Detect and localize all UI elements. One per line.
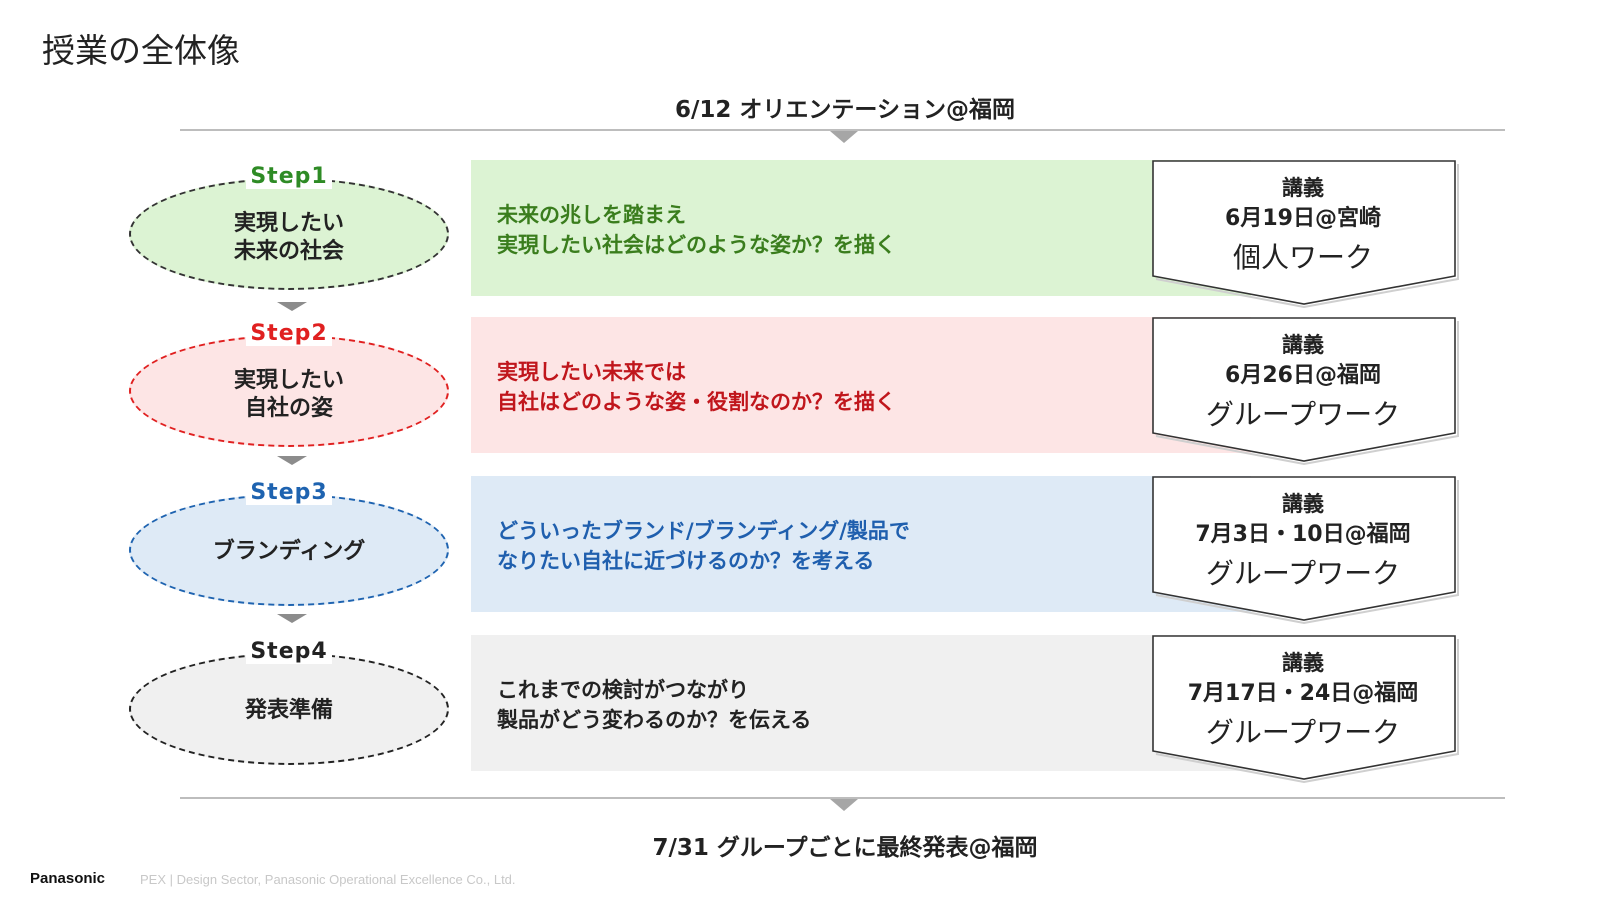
step4-ellipse: 発表準備 — [129, 653, 449, 765]
step1-card-shape — [1152, 160, 1459, 308]
step2-description-line1: 実現したい未来では — [497, 360, 686, 384]
step4-card-mode: グループワーク — [1205, 716, 1401, 749]
step2-card: 講義 6月26日@福岡 グループワーク — [1150, 315, 1462, 465]
step4-label: Step4 — [129, 639, 449, 664]
page-title: 授業の全体像 — [42, 31, 240, 70]
step1-description-line1: 未来の兆しを踏まえ — [497, 203, 686, 227]
step3-label: Step3 — [129, 480, 449, 505]
step2-label: Step2 — [129, 321, 449, 346]
step3-ellipse-line1: ブランディング — [212, 539, 366, 564]
step1-card-type: 講義 — [1282, 176, 1324, 200]
step3-description-line2: なりたい自社に近づけるのか？を考える — [497, 549, 875, 573]
step2-label-text: Step2 — [246, 321, 332, 346]
step3-label-text: Step3 — [246, 480, 332, 505]
step1-card-date: 6月19日@宮崎 — [1225, 206, 1381, 231]
step3-to-step4-arrow — [277, 614, 307, 623]
step3-card-type: 講義 — [1282, 492, 1324, 516]
step3-band: どういったブランド/ブランディング/製品で なりたい自社に近づけるのか？を考える — [471, 476, 1251, 612]
step1-ellipse-line2: 未来の社会 — [233, 239, 344, 264]
step2-band: 実現したい未来では 自社はどのような姿・役割なのか？を描く — [471, 317, 1251, 453]
bottom-divider — [180, 797, 1505, 799]
step1-label: Step1 — [129, 164, 449, 189]
step1-band: 未来の兆しを踏まえ 実現したい社会はどのような姿か？を描く — [471, 160, 1251, 296]
step2-description: 実現したい未来では 自社はどのような姿・役割なのか？を描く — [497, 357, 896, 417]
step1-description-line2: 実現したい社会はどのような姿か？を描く — [497, 233, 896, 257]
step1-label-text: Step1 — [246, 164, 332, 189]
step1-card-mode: 個人ワーク — [1232, 241, 1373, 274]
step4-card-date: 7月17日・24日@福岡 — [1187, 681, 1419, 706]
step2-ellipse-line1: 実現したい — [233, 368, 344, 393]
top-divider-arrow — [830, 131, 858, 143]
panasonic-logo: Panasonic — [30, 870, 106, 887]
step4-ellipse-line1: 発表準備 — [244, 698, 333, 723]
step-row-2: 実現したい未来では 自社はどのような姿・役割なのか？を描く 実現したい 自社の姿… — [0, 315, 1600, 465]
step3-description: どういったブランド/ブランディング/製品で なりたい自社に近づけるのか？を考える — [497, 516, 910, 576]
step4-label-text: Step4 — [246, 639, 332, 664]
step3-ellipse: ブランディング — [129, 494, 449, 606]
step4-card-type: 講義 — [1282, 651, 1324, 675]
start-milestone: 6/12 オリエンテーション@福岡 — [675, 97, 1015, 123]
step3-card: 講義 7月3日・10日@福岡 グループワーク — [1150, 474, 1462, 624]
step3-card-mode: グループワーク — [1205, 557, 1401, 590]
step1-description: 未来の兆しを踏まえ 実現したい社会はどのような姿か？を描く — [497, 200, 896, 260]
step1-to-step2-arrow — [277, 302, 307, 311]
step2-card-type: 講義 — [1282, 333, 1324, 357]
step1-card: 講義 6月19日@宮崎 個人ワーク — [1150, 158, 1462, 308]
step2-to-step3-arrow — [277, 456, 307, 465]
step-row-1: 未来の兆しを踏まえ 実現したい社会はどのような姿か？を描く 実現したい 未来の社… — [0, 158, 1600, 308]
step4-description-line1: これまでの検討がつながり — [497, 678, 749, 702]
step2-card-mode: グループワーク — [1205, 398, 1401, 431]
step4-description: これまでの検討がつながり 製品がどう変わるのか？を伝える — [497, 675, 811, 735]
step2-ellipse-line2: 自社の姿 — [244, 396, 333, 421]
step3-card-date: 7月3日・10日@福岡 — [1195, 522, 1411, 547]
bottom-divider-arrow — [830, 799, 858, 811]
step3-description-line1: どういったブランド/ブランディング/製品で — [497, 519, 910, 543]
footer-credit: PEX | Design Sector, Panasonic Operation… — [140, 872, 516, 887]
end-milestone: 7/31 グループごとに最終発表@福岡 — [652, 835, 1038, 861]
step1-ellipse: 実現したい 未来の社会 — [129, 178, 449, 290]
top-divider — [180, 129, 1505, 131]
step3-card-shape — [1152, 476, 1459, 624]
step-row-4: これまでの検討がつながり 製品がどう変わるのか？を伝える 発表準備 Step4 … — [0, 633, 1600, 783]
step2-description-line2: 自社はどのような姿・役割なのか？を描く — [497, 390, 896, 414]
step2-card-date: 6月26日@福岡 — [1225, 363, 1381, 388]
step4-description-line2: 製品がどう変わるのか？を伝える — [497, 708, 812, 732]
step1-ellipse-line1: 実現したい — [233, 211, 344, 236]
step2-card-shape — [1152, 317, 1459, 465]
step4-band: これまでの検討がつながり 製品がどう変わるのか？を伝える — [471, 635, 1251, 771]
step2-ellipse: 実現したい 自社の姿 — [129, 335, 449, 447]
step4-card: 講義 7月17日・24日@福岡 グループワーク — [1150, 633, 1462, 783]
step-row-3: どういったブランド/ブランディング/製品で なりたい自社に近づけるのか？を考える… — [0, 474, 1600, 624]
step4-card-shape — [1152, 635, 1459, 783]
